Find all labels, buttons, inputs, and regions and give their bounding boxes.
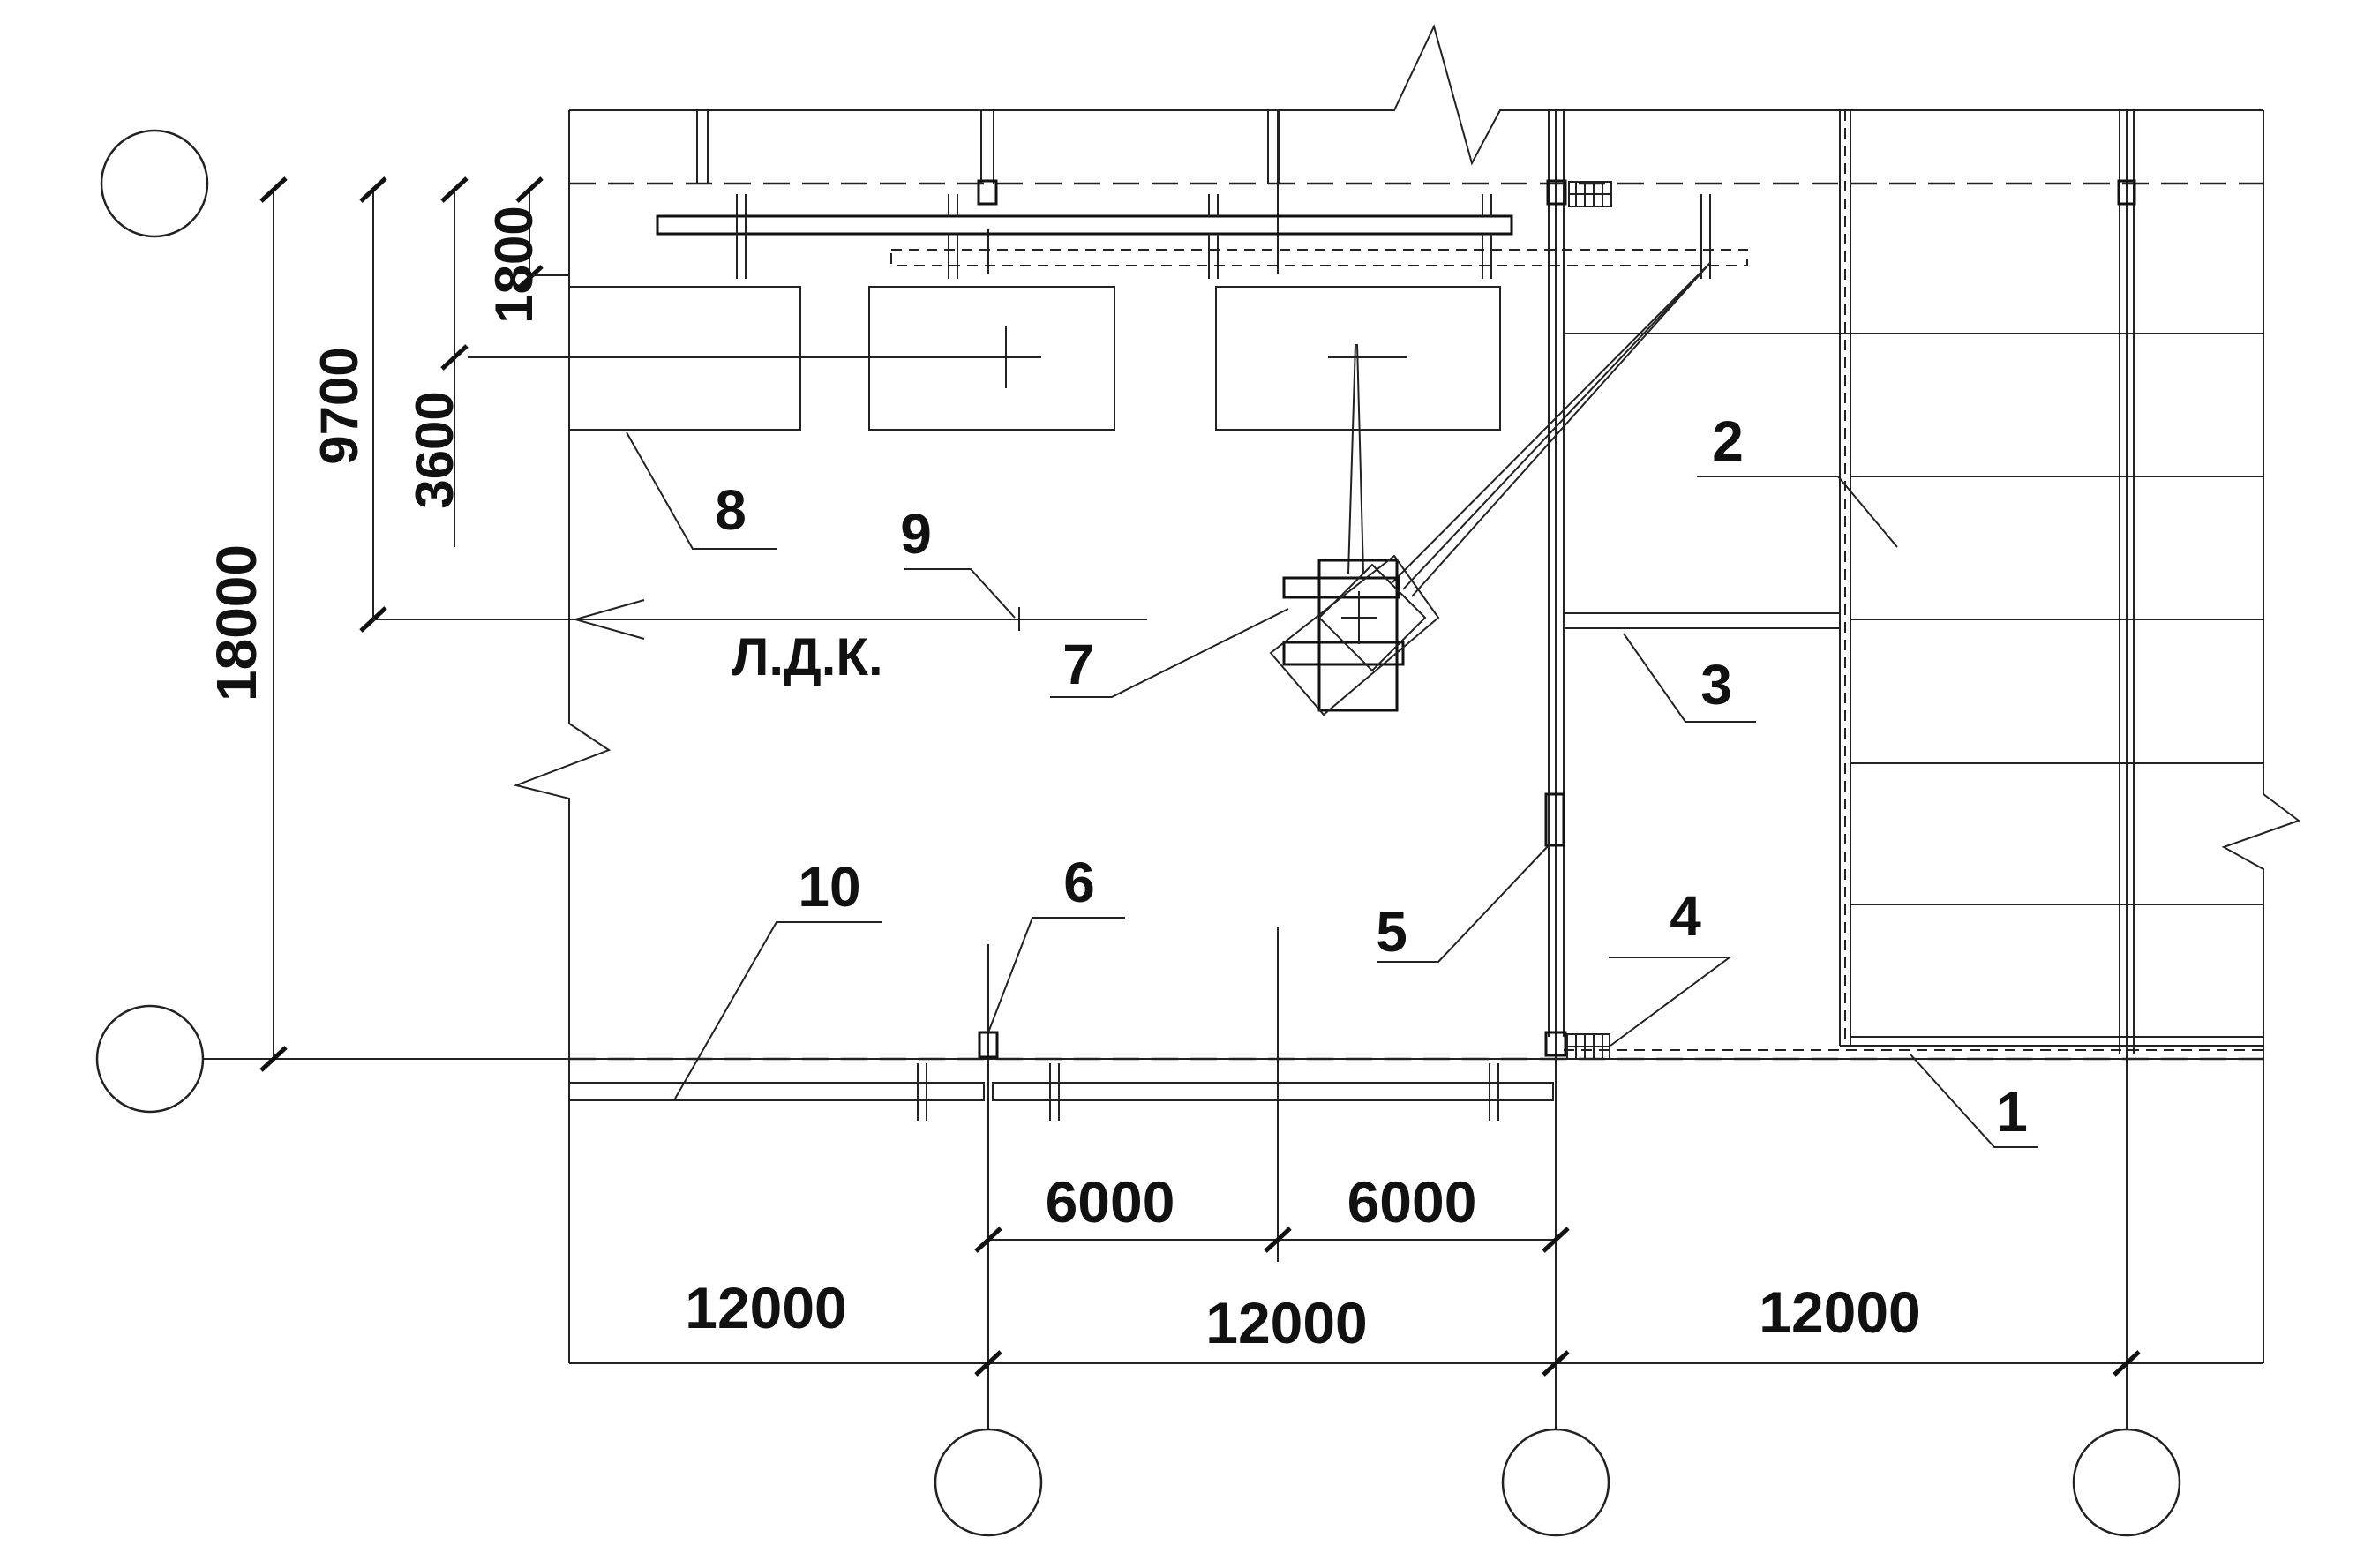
callout-5: 5 [1376, 900, 1407, 964]
callout-1: 1 [1996, 1080, 2028, 1144]
crane [1269, 262, 1711, 716]
dim-12000-left: 12000 [685, 1275, 847, 1340]
callout-10: 10 [798, 855, 860, 919]
axis-bubbles [95, 129, 2181, 1537]
dim-6000-left: 6000 [1046, 1169, 1175, 1234]
callout-2: 2 [1712, 409, 1744, 473]
callout-numbers: 1 2 3 4 5 6 7 8 9 10 [715, 409, 2028, 1144]
vertical-dimension-labels: 18000 9700 3600 1800 [205, 206, 544, 701]
bottom-beams [568, 792, 1610, 1121]
axis-bubble-col-1 [934, 1428, 1043, 1537]
axis-bubble-bottom-left [95, 1004, 205, 1114]
callout-6: 6 [1063, 851, 1095, 914]
axis-bubble-top-left [100, 129, 209, 238]
callout-3: 3 [1700, 653, 1732, 716]
crane-axis-line [373, 599, 1147, 640]
horizontal-dimension-labels: 12000 12000 12000 6000 6000 [685, 1169, 1921, 1355]
dim-6000-right: 6000 [1347, 1169, 1477, 1234]
dim-18000: 18000 [205, 544, 268, 701]
axis-bubble-col-2 [1501, 1428, 1610, 1537]
leader-lines [626, 431, 2038, 1148]
horizontal-dimensions [569, 1227, 2263, 1377]
crane-runway [656, 194, 1748, 279]
columns-top [696, 110, 1280, 206]
vertical-dimensions [259, 176, 569, 1072]
axis-bubble-col-3 [2072, 1428, 2181, 1537]
callout-7: 7 [1062, 633, 1094, 696]
callout-4: 4 [1670, 884, 1701, 948]
callout-9: 9 [900, 502, 932, 566]
building-outline [513, 24, 2301, 1364]
crane-axis-label: Л.Д.К. [732, 627, 882, 686]
dim-9700: 9700 [310, 347, 369, 464]
dim-12000-right: 12000 [1759, 1279, 1921, 1345]
right-span [1546, 110, 2263, 1060]
dim-12000-middle: 12000 [1205, 1290, 1368, 1355]
callout-8: 8 [715, 478, 747, 542]
dim-3600: 3600 [405, 391, 464, 508]
dim-1800: 1800 [484, 206, 544, 323]
stored-panels [468, 286, 1501, 431]
